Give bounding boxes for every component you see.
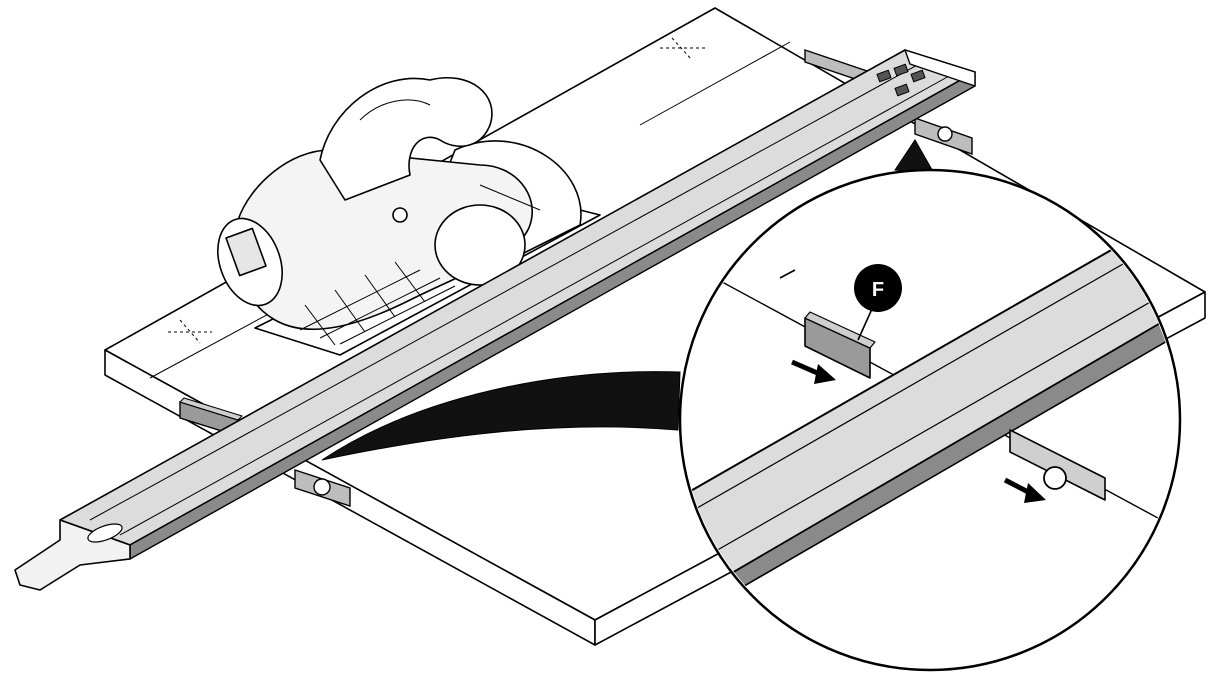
guide-rail-icon (14, 49, 976, 591)
arrow-icon (1003, 477, 1046, 503)
clamp-icon (1009, 429, 1106, 501)
cut-mark-icon (168, 319, 212, 344)
callout-f: F (854, 264, 902, 341)
zoom-connector (321, 371, 681, 461)
circular-saw-icon (217, 77, 601, 356)
arrow-icon (791, 359, 836, 384)
cut-mark-icon (660, 37, 705, 61)
clamp-icon (294, 469, 351, 507)
clamp-icon (914, 117, 973, 155)
callout-label: F (872, 279, 884, 301)
detail-view (678, 168, 1182, 672)
